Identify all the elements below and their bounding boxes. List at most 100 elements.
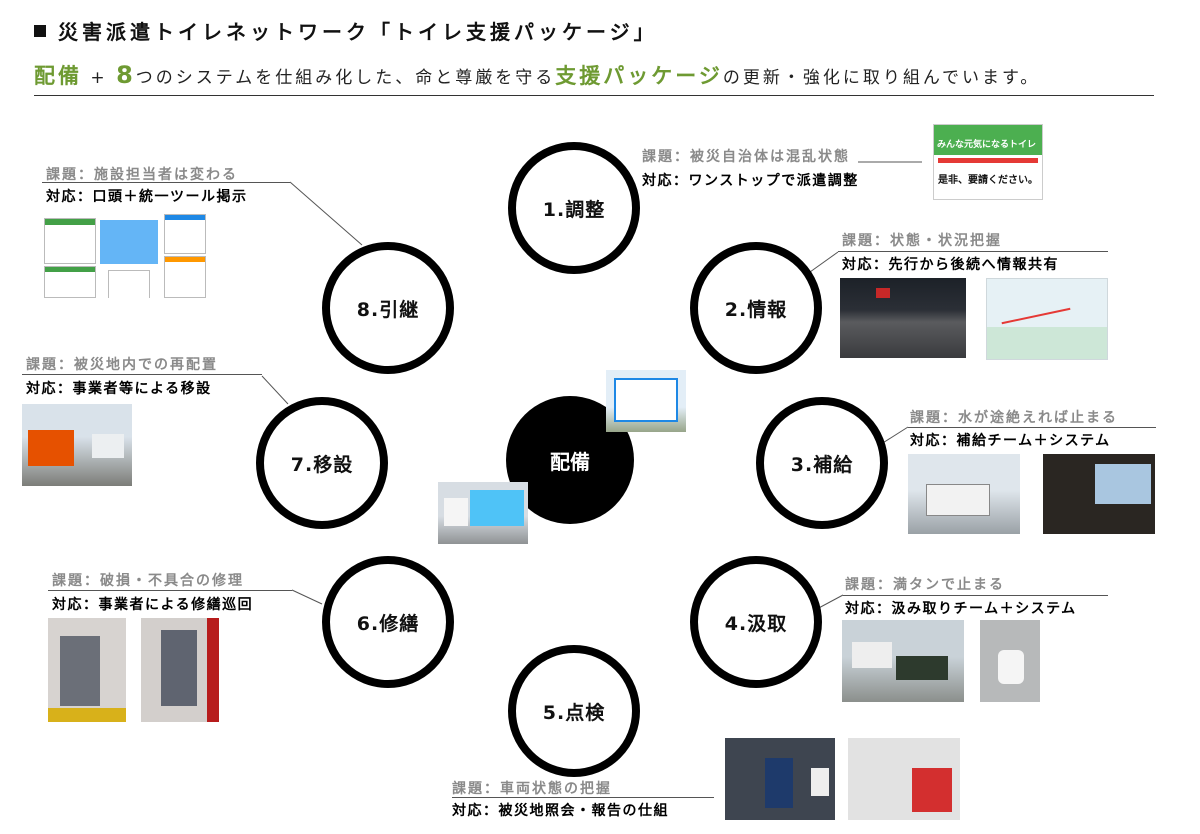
relocation-photo <box>22 404 132 486</box>
orange-truck <box>28 430 74 466</box>
node-step-2: 2.情報 <box>690 242 822 374</box>
doc-5 <box>164 256 206 298</box>
road-damage-photo <box>840 278 966 358</box>
worker <box>765 758 793 808</box>
step-plate <box>48 708 126 722</box>
subtitle-number: 8 <box>116 61 136 89</box>
step-5-underline <box>452 797 714 798</box>
poster-banner: みんな元気になるトイレ <box>934 125 1042 155</box>
subtitle-highlight-1: 配備 <box>34 64 82 88</box>
node-step-5: 5.点検 <box>508 645 640 777</box>
doc-2 <box>44 266 96 298</box>
step-8-underline <box>42 182 290 183</box>
vehicle-light <box>876 288 890 298</box>
poster-line-1: みんな元気になるトイレ <box>937 140 1037 150</box>
center-node-label: 配備 <box>550 449 590 474</box>
node-step-8: 8.引継 <box>322 242 454 374</box>
doc-5-header <box>165 257 205 262</box>
doc-4 <box>164 214 206 254</box>
toilet-photo <box>980 620 1040 702</box>
node-step-3: 3.補給 <box>756 397 888 529</box>
node-step-7-label: 7.移設 <box>290 453 354 476</box>
step-2-response: 対応：先行から後続へ情報共有 <box>842 257 1059 273</box>
step-1-response: 対応：ワンストップで派遣調整 <box>642 173 859 189</box>
toilet-trailer <box>1095 464 1151 504</box>
page-title-text: 災害派遣トイレネットワーク「トイレ支援パッケージ」 <box>58 20 658 44</box>
handover-docs-image <box>44 214 206 298</box>
step-4-underline <box>843 595 1108 596</box>
step-5-response: 対応：被災地照会・報告の仕組 <box>452 803 669 819</box>
trailer <box>614 378 678 422</box>
doc-3 <box>108 270 150 298</box>
poster-line-2: 是非、要請ください。 <box>938 175 1038 186</box>
doc-1-header <box>45 219 95 225</box>
trailer-image <box>100 220 158 264</box>
doc-4-header <box>165 215 205 220</box>
node-step-4: 4.汲取 <box>690 556 822 688</box>
step-4-response: 対応：汲み取りチーム＋システム <box>845 601 1077 617</box>
step-3-issue: 課題：水が途絶えれば止まる <box>910 410 1118 426</box>
pumping-truck-photo <box>842 620 964 702</box>
inspection-photo <box>725 738 835 820</box>
step-1-issue: 課題：被災自治体は混乱状態 <box>642 149 850 165</box>
step-2-issue: 課題：状態・状況把握 <box>842 233 1002 249</box>
square-bullet-icon <box>34 25 46 37</box>
map-route <box>1001 307 1071 325</box>
step-6-issue: 課題：破損・不具合の修理 <box>52 573 244 589</box>
node-step-6-label: 6.修繕 <box>356 612 420 635</box>
node-step-1: 1.調整 <box>508 142 640 274</box>
node-step-3-label: 3.補給 <box>790 453 854 476</box>
node-step-2-label: 2.情報 <box>724 298 788 321</box>
node-step-5-label: 5.点検 <box>542 701 606 724</box>
poster-red-bar <box>938 158 1038 163</box>
worker <box>60 636 100 706</box>
worker-red <box>912 768 952 812</box>
step-7-response: 対応：事業者等による移設 <box>26 381 212 397</box>
step-3-response: 対応：補給チーム＋システム <box>910 433 1111 449</box>
trailer-photo-top <box>606 370 686 432</box>
step-6-response: 対応：事業者による修繕巡回 <box>52 597 254 613</box>
step-7-underline <box>22 374 262 375</box>
repair-photo-2 <box>141 618 219 722</box>
subtitle-highlight-2: 支援パッケージ <box>555 64 723 88</box>
step-4-issue: 課題：満タンで止まる <box>845 577 1005 593</box>
card <box>811 768 829 796</box>
node-step-4-label: 4.汲取 <box>724 612 788 635</box>
toilet <box>998 650 1024 684</box>
truck-cab <box>444 498 468 526</box>
map-land <box>987 327 1107 359</box>
repair-photo-1 <box>48 618 126 722</box>
worker <box>161 630 197 706</box>
truck-photo-bottom <box>438 482 528 544</box>
door-edge <box>207 618 219 722</box>
node-step-6: 6.修繕 <box>322 556 454 688</box>
node-step-7: 7.移設 <box>256 397 388 529</box>
night-supply-photo <box>1043 454 1155 534</box>
doc-2-header <box>45 267 95 272</box>
trailer <box>852 642 892 668</box>
water-truck-photo <box>908 454 1020 534</box>
map-image <box>986 278 1108 360</box>
step-3-underline <box>908 427 1156 428</box>
node-step-8-label: 8.引継 <box>356 298 420 321</box>
repair-check-photo <box>848 738 960 820</box>
step-8-issue: 課題：施設担当者は変わる <box>46 167 238 183</box>
subtitle-plus: + <box>82 68 117 88</box>
page-subtitle: 配備 + 8つのシステムを仕組み化した、命と尊厳を守る支援パッケージの更新・強化… <box>34 60 1040 90</box>
truck <box>896 656 948 680</box>
truck-body <box>926 484 990 516</box>
node-step-1-label: 1.調整 <box>542 198 606 221</box>
subtitle-text-post: の更新・強化に取り組んでいます。 <box>722 68 1041 88</box>
doc-1 <box>44 218 96 264</box>
step-6-underline <box>48 590 292 591</box>
poster-image: みんな元気になるトイレ 是非、要請ください。 <box>933 124 1043 200</box>
header-divider <box>34 95 1154 96</box>
step-8-response: 対応：口頭＋統一ツール掲示 <box>46 189 248 205</box>
step-5-issue: 課題：車両状態の把握 <box>452 781 612 797</box>
subtitle-text-mid: つのシステムを仕組み化した、命と尊厳を守る <box>135 68 556 88</box>
step-7-issue: 課題：被災地内での再配置 <box>26 357 218 373</box>
step-2-underline <box>838 251 1108 252</box>
toilet-trailer <box>92 434 124 458</box>
page-title: 災害派遣トイレネットワーク「トイレ支援パッケージ」 <box>34 16 658 45</box>
truck-box <box>470 490 524 526</box>
